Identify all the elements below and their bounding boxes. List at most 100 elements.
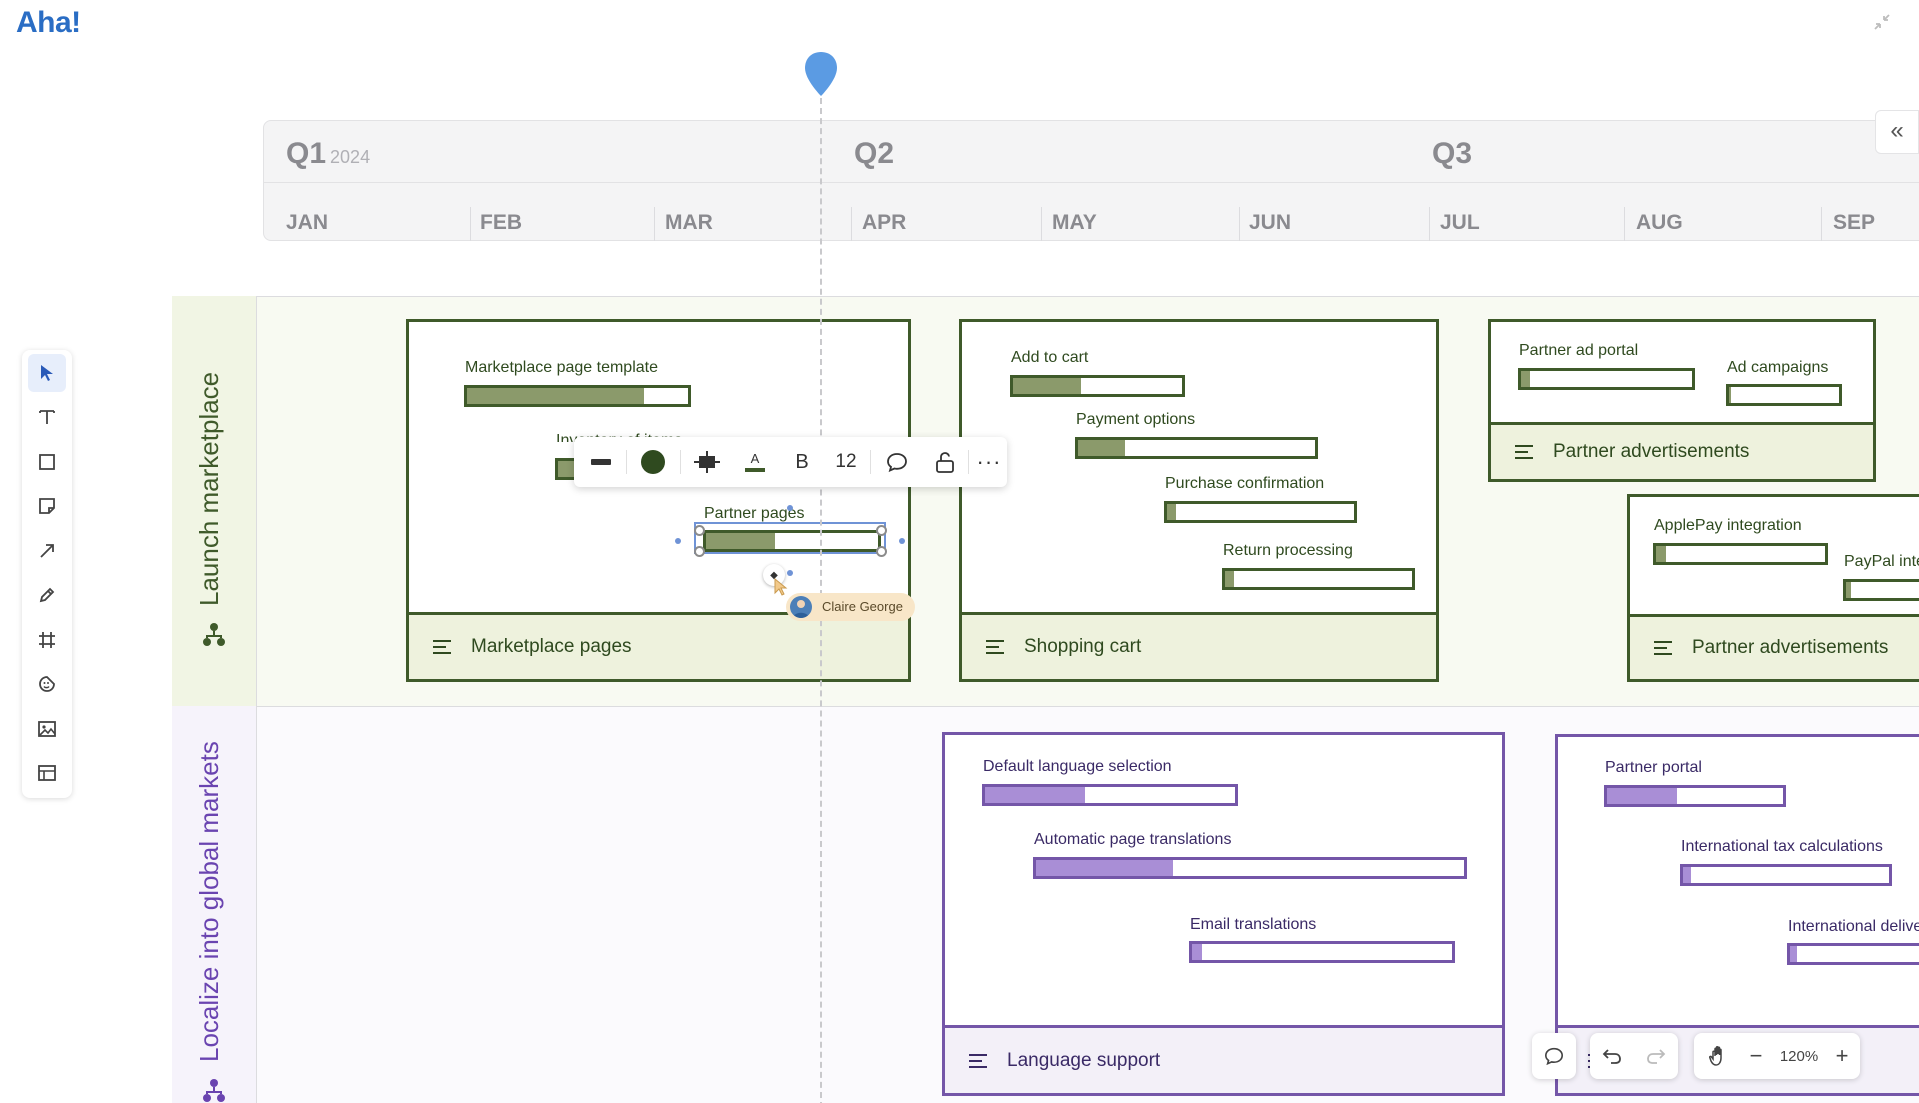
feature-bar-marketplace-template[interactable] (464, 385, 691, 407)
menu-icon (1515, 445, 1533, 459)
lane-title: Launch marketplace (194, 371, 224, 606)
sticker-tool-icon[interactable] (28, 665, 66, 703)
bar-label: Default language selection (983, 758, 1172, 775)
bold-icon[interactable]: B (795, 450, 809, 473)
quarter-year: 2024 (330, 147, 371, 167)
feature-bar-purchase-confirmation[interactable] (1164, 501, 1357, 523)
feature-bar-default-language[interactable] (982, 784, 1238, 806)
feature-bar-partner-ad-portal[interactable] (1518, 368, 1695, 390)
bar-label: Partner pages (704, 505, 805, 522)
feature-bar-intl-delivery[interactable] (1787, 943, 1919, 965)
zoom-level[interactable]: 120% (1779, 1047, 1819, 1065)
font-size-input[interactable]: 12 (835, 451, 857, 472)
container-footer[interactable]: Language support (945, 1025, 1502, 1093)
container-footer[interactable]: Shopping cart (962, 612, 1436, 679)
text-color-icon[interactable]: A (734, 437, 776, 487)
template-tool-icon[interactable] (28, 754, 66, 792)
month-sep: SEP (1833, 211, 1876, 234)
resize-handle[interactable] (694, 546, 705, 557)
more-options-icon[interactable]: ··· (976, 449, 1002, 474)
container-footer[interactable]: Marketplace pages (409, 612, 908, 679)
feature-bar-auto-translations[interactable] (1033, 857, 1467, 879)
container-marketplace-pages[interactable]: Marketplace page template Inventory of i… (406, 319, 911, 682)
align-icon[interactable] (686, 437, 728, 487)
line-style-icon[interactable] (582, 437, 620, 487)
resize-handle[interactable] (876, 525, 887, 536)
feature-bar-email-translations[interactable] (1189, 941, 1455, 963)
feature-bar-payment-options[interactable] (1075, 437, 1318, 459)
bar-label: Ad campaigns (1727, 359, 1829, 376)
text-tool-icon[interactable] (28, 398, 66, 436)
container-title: Marketplace pages (471, 636, 632, 657)
zoom-out-icon[interactable]: − (1749, 1043, 1763, 1068)
feature-bar-paypal[interactable] (1843, 579, 1919, 601)
feature-bar-partner-portal[interactable] (1604, 785, 1786, 807)
select-tool-icon[interactable] (28, 354, 66, 392)
bar-label: Add to cart (1011, 349, 1089, 366)
bar-progress (1607, 788, 1678, 804)
connector-tool-icon[interactable] (28, 532, 66, 570)
container-language-support[interactable]: Default language selection Automatic pag… (942, 732, 1505, 1096)
feature-bar-intl-tax[interactable] (1680, 864, 1892, 886)
quarter-q2: Q2 (854, 137, 895, 170)
sticky-note-icon[interactable] (28, 487, 66, 525)
quarter-q1: Q1 (286, 137, 327, 170)
connector-dot[interactable] (787, 570, 793, 576)
feature-bar-add-to-cart[interactable] (1010, 375, 1185, 397)
lane-header-localize-global[interactable]: Localize into global markets (172, 706, 257, 1103)
diamond-anchor-icon[interactable]: ◆ (763, 564, 785, 586)
bar-progress (1656, 546, 1667, 562)
pen-tool-icon[interactable] (28, 576, 66, 614)
history-controls (1590, 1033, 1678, 1079)
feature-bar-return-processing[interactable] (1222, 568, 1415, 590)
feature-bar-applepay[interactable] (1653, 543, 1828, 565)
frame-tool-icon[interactable] (28, 621, 66, 659)
container-footer[interactable]: Partner advertisements (1491, 422, 1873, 479)
redo-icon[interactable] (1634, 1033, 1678, 1079)
month-jun: JUN (1249, 211, 1292, 234)
container-title: Partner advertisements (1553, 441, 1750, 462)
shape-tool-icon[interactable] (28, 443, 66, 481)
pan-hand-icon[interactable] (1696, 1033, 1736, 1079)
hierarchy-icon (203, 623, 225, 646)
month-may: MAY (1052, 211, 1097, 234)
bar-label: Marketplace page template (465, 359, 658, 376)
connector-dot[interactable] (787, 505, 793, 511)
container-partner-advertisements[interactable]: Partner ad portal Ad campaigns Partner a… (1488, 319, 1876, 482)
comment-icon[interactable] (876, 437, 918, 487)
container-footer[interactable]: Partner advertisements (1630, 614, 1919, 679)
bar-label: International delive (1788, 918, 1919, 935)
container-partner-advertisements-2[interactable]: ApplePay integration PayPal inte Partner… (1627, 494, 1919, 682)
lock-icon[interactable] (926, 437, 964, 487)
container-shopping-cart[interactable]: Add to cart Payment options Purchase con… (959, 319, 1439, 682)
feature-bar-partner-pages-selected[interactable] (703, 530, 881, 552)
divider (680, 450, 681, 474)
comments-icon[interactable] (1532, 1033, 1576, 1079)
lane-header-launch-marketplace[interactable]: Launch marketplace (172, 296, 257, 706)
collapse-panel-icon[interactable]: « (1875, 110, 1919, 154)
resize-handle[interactable] (694, 525, 705, 536)
image-tool-icon[interactable] (28, 710, 66, 748)
today-marker-icon[interactable] (803, 50, 839, 98)
fill-color-button[interactable] (632, 437, 674, 487)
zoom-in-icon[interactable]: + (1835, 1043, 1849, 1068)
bar-progress (467, 388, 644, 404)
bar-progress (1225, 571, 1235, 587)
feature-bar-ad-campaigns[interactable] (1726, 384, 1842, 406)
bar-label: International tax calculations (1681, 838, 1883, 855)
undo-icon[interactable] (1590, 1033, 1634, 1079)
connector-dot[interactable] (675, 538, 681, 544)
quarter-q3: Q3 (1432, 137, 1473, 170)
resize-handle[interactable] (876, 546, 887, 557)
connector-dot[interactable] (899, 538, 905, 544)
bar-label: ApplePay integration (1654, 517, 1802, 534)
menu-icon (986, 640, 1004, 654)
aha-logo[interactable]: Aha! (16, 6, 81, 39)
bar-progress (1013, 378, 1081, 394)
bar-progress (1036, 860, 1173, 876)
bar-progress (985, 787, 1085, 803)
bar-progress (1078, 440, 1126, 456)
bar-progress (1729, 387, 1732, 403)
exit-fullscreen-icon[interactable] (1872, 12, 1896, 36)
